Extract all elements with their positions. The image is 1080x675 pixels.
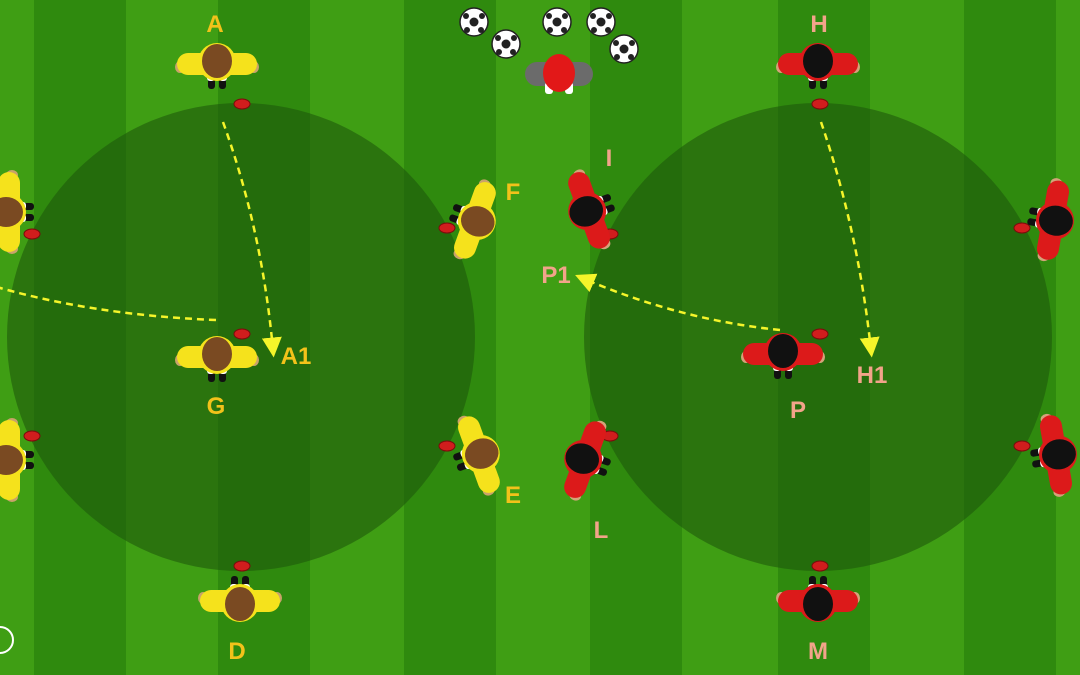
player-d-icon <box>198 576 282 622</box>
target-label-h1: H1 <box>857 362 888 389</box>
players-layer <box>0 43 1077 622</box>
labels: A F G E D A1 H I P1 P H1 L M <box>206 11 887 665</box>
pass-line-g-left <box>0 286 217 322</box>
soccer-ball-icon <box>586 7 616 37</box>
pass-line-h-h1 <box>819 121 880 358</box>
cone-icon <box>1013 440 1031 452</box>
player-label-h: H <box>810 11 827 38</box>
cone-icon <box>1013 222 1031 234</box>
ball-pile <box>459 7 639 64</box>
cone-icon <box>811 328 829 340</box>
pass-line-p-p1 <box>575 273 781 332</box>
cone-icon <box>233 560 251 572</box>
target-label-a1: A1 <box>281 343 312 370</box>
player-label-a: A <box>206 11 223 38</box>
coach-icon <box>525 54 593 94</box>
cone-icon <box>233 328 251 340</box>
player-g-icon <box>175 336 259 382</box>
player-a-icon <box>175 43 259 89</box>
soccer-ball-icon <box>491 29 521 59</box>
player-right-bottom-icon <box>1030 413 1077 497</box>
cone-icon <box>438 222 456 234</box>
cone-icon <box>23 430 41 442</box>
player-label-p: P <box>790 397 806 424</box>
player-e-icon <box>453 415 500 496</box>
player-m-icon <box>776 576 860 622</box>
player-h-icon <box>776 43 860 89</box>
player-p-icon <box>741 333 825 379</box>
player-label-i: I <box>606 145 613 172</box>
pass-lines <box>0 121 880 358</box>
soccer-ball-icon <box>542 7 572 37</box>
cone-icon <box>233 98 251 110</box>
player-left-top-icon <box>0 170 34 254</box>
player-label-d: D <box>228 638 245 665</box>
player-left-bottom-icon <box>0 418 34 502</box>
logo-icon <box>0 626 14 654</box>
player-l-icon <box>564 420 611 501</box>
player-f-icon <box>449 179 496 260</box>
player-label-e: E <box>505 482 521 509</box>
cone-icon <box>438 440 456 452</box>
cone-icon <box>23 228 41 240</box>
cone-icon <box>811 98 829 110</box>
player-label-m: M <box>808 638 828 665</box>
player-label-g: G <box>207 393 226 420</box>
player-label-l: L <box>594 517 609 544</box>
soccer-ball-icon <box>459 7 489 37</box>
cone-icon <box>811 560 829 572</box>
soccer-ball-icon <box>609 34 639 64</box>
target-label-p1: P1 <box>541 262 570 289</box>
player-i-icon <box>568 169 615 250</box>
player-label-f: F <box>506 179 521 206</box>
pass-line-a-a1 <box>221 121 282 358</box>
player-right-top-icon <box>1027 178 1074 262</box>
